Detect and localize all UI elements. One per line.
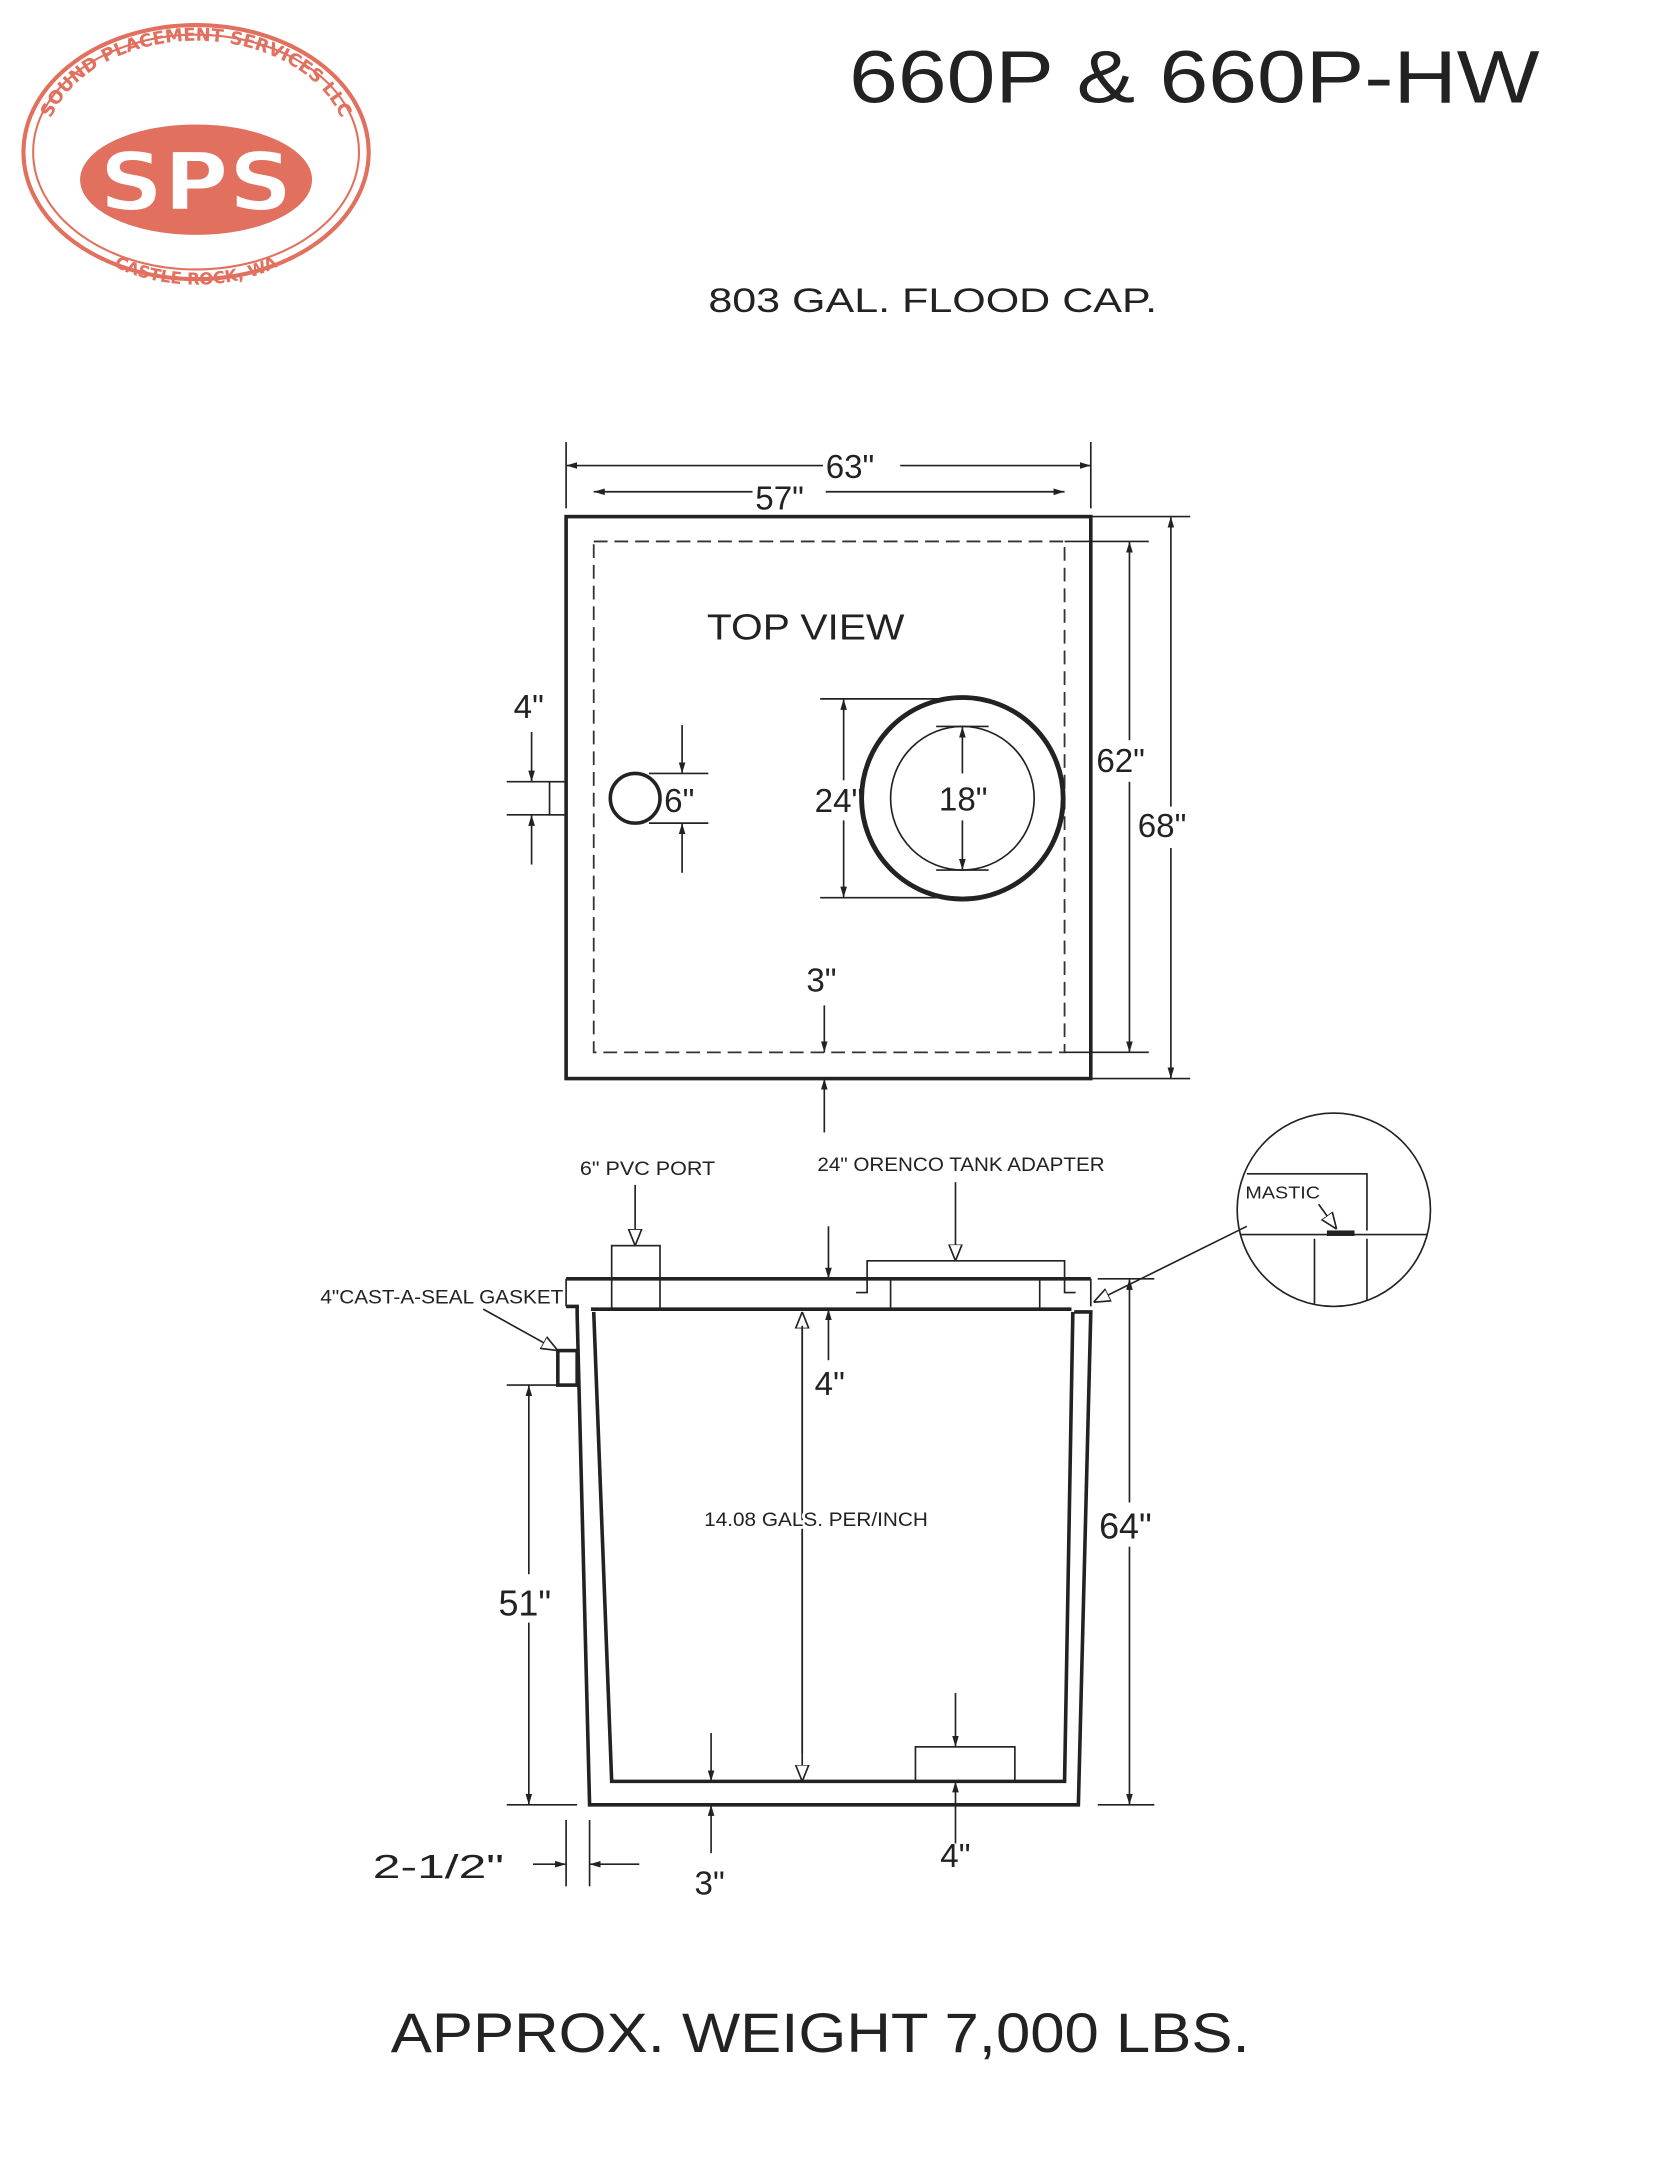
flood-capacity: 803 GAL. FLOOD CAP. <box>708 282 1157 320</box>
dim-wall-side: 2-1/2" <box>373 1849 504 1886</box>
pvc-port-label: 6" PVC PORT <box>580 1159 716 1180</box>
dim-outlet-height: 51" <box>498 1584 551 1624</box>
logo-initials: SPS <box>99 136 292 229</box>
mastic-detail: MASTIC <box>1094 1112 1432 1308</box>
dim-floor: 3" <box>695 1866 725 1903</box>
dim-wall-top: 3" <box>806 963 836 1000</box>
mastic-label: MASTIC <box>1245 1183 1320 1203</box>
dim-total-height: 64" <box>1099 1506 1152 1546</box>
tank-adapter-label: 24" ORENCO TANK ADAPTER <box>817 1155 1104 1176</box>
dim-outer-length: 68" <box>1138 808 1187 845</box>
dim-inner-width: 57" <box>755 481 804 518</box>
top-view-label: TOP VIEW <box>707 607 905 647</box>
dim-inner-length: 62" <box>1096 743 1145 780</box>
dim-block: 4" <box>940 1838 970 1875</box>
dim-riser-outer: 24" <box>815 783 864 820</box>
sps-logo: SOUND PLACEMENT SERVICES LLC CASTLE ROCK… <box>21 22 371 289</box>
gallons-per-inch: 14.08 GALS. PER/INCH <box>704 1510 928 1531</box>
dim-lid-thickness: 4" <box>815 1366 845 1403</box>
dim-riser-inner: 18" <box>939 782 988 819</box>
gasket-label: 4"CAST-A-SEAL GASKET <box>320 1288 563 1309</box>
drawing-title: 660P & 660P-HW <box>849 35 1540 118</box>
approx-weight: APPROX. WEIGHT 7,000 LBS. <box>391 2002 1250 2064</box>
dim-outer-width: 63" <box>826 449 875 486</box>
logo-company-text: SOUND PLACEMENT SERVICES LLC <box>37 25 356 121</box>
dim-port-offset: 4" <box>514 689 544 726</box>
side-view: 6" PVC PORT 24" ORENCO TANK ADAPTER 4"CA… <box>320 1112 1432 1903</box>
logo-location-text: CASTLE ROCK, WA <box>112 253 280 289</box>
top-view: TOP VIEW 63" 57" 4" 6" 24" 18" <box>506 442 1191 1133</box>
dim-port-diameter: 6" <box>664 783 694 820</box>
